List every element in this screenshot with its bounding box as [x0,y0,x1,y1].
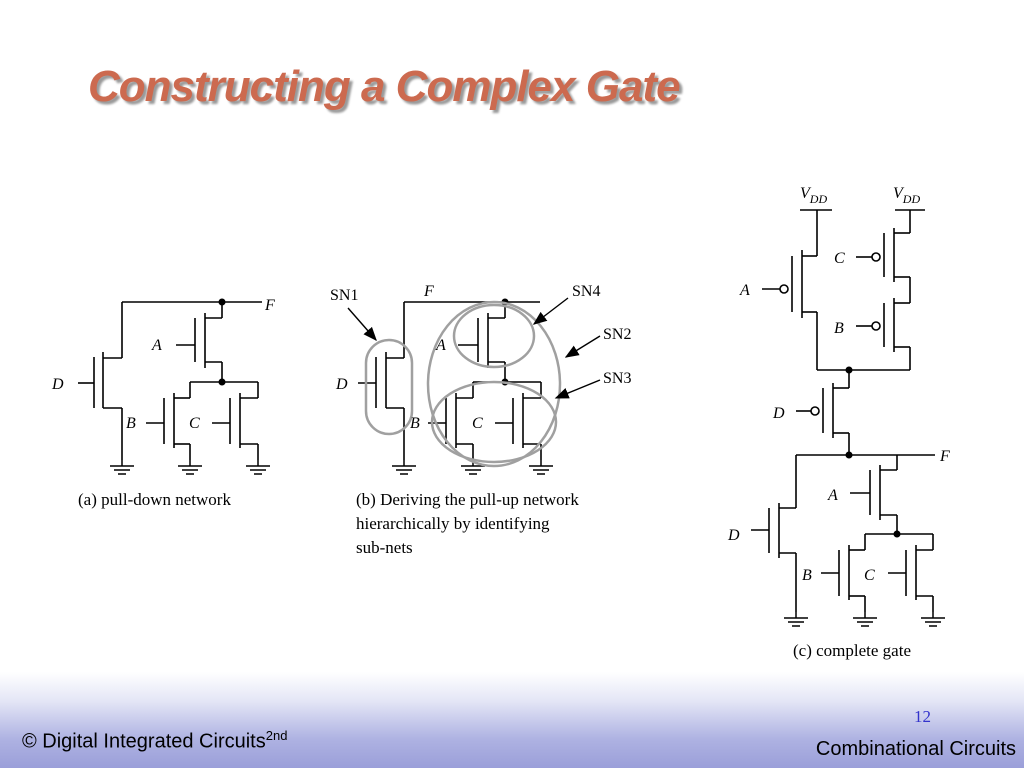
label-c-c-nmos: C [864,567,875,584]
footer-section-title: Combinational Circuits [815,738,1016,760]
label-sn3: SN3 [603,370,631,387]
label-sn1: SN1 [330,287,358,304]
footer-copyright: © Digital Integrated Circuits2nd [22,728,288,753]
label-a-c: C [189,415,200,432]
footer-band [0,672,1024,768]
subnet-sn3-outline [430,380,558,464]
subnet-sn2-outline [426,300,562,468]
label-c-d-pmos: D [772,405,785,422]
label-b-a: A [435,337,446,354]
label-sn4: SN4 [572,283,600,300]
label-c-d-nmos: D [727,527,740,544]
label-vdd-left: VDD [800,185,827,206]
label-c-b-pmos: B [834,320,844,337]
label-sn2: SN2 [603,326,631,343]
caption-b-line1: (b) Deriving the pull-up network [356,490,579,509]
caption-c: (c) complete gate [793,641,911,660]
label-b-d: D [335,376,348,393]
subnet-sn4-outline [452,303,536,369]
label-vdd-right: VDD [893,185,920,206]
subnet-sn1-outline [364,338,414,436]
label-c-f: F [939,448,950,465]
label-a-f: F [264,297,275,314]
label-b-b: B [410,415,420,432]
caption-a: (a) pull-down network [78,490,231,509]
label-c-a-nmos: A [827,487,838,504]
page-number: 12 [914,707,931,726]
caption-b-line3: sub-nets [356,538,413,557]
label-b-c: C [472,415,483,432]
caption-b-line2: hierarchically by identifying [356,514,550,533]
label-c-a-pmos: A [739,282,750,299]
circuit-diagram: F A D B C (a) pull-down network [51,185,950,660]
pull-down-network-a [78,301,262,460]
label-b-f: F [423,283,434,300]
pull-down-network-b [358,301,542,460]
slide-title: Constructing a Complex Gate [88,62,681,111]
label-a-a: A [151,337,162,354]
label-a-d: D [51,376,64,393]
label-c-c-pmos: C [834,250,845,267]
label-c-b-nmos: B [802,567,812,584]
label-a-b: B [126,415,136,432]
